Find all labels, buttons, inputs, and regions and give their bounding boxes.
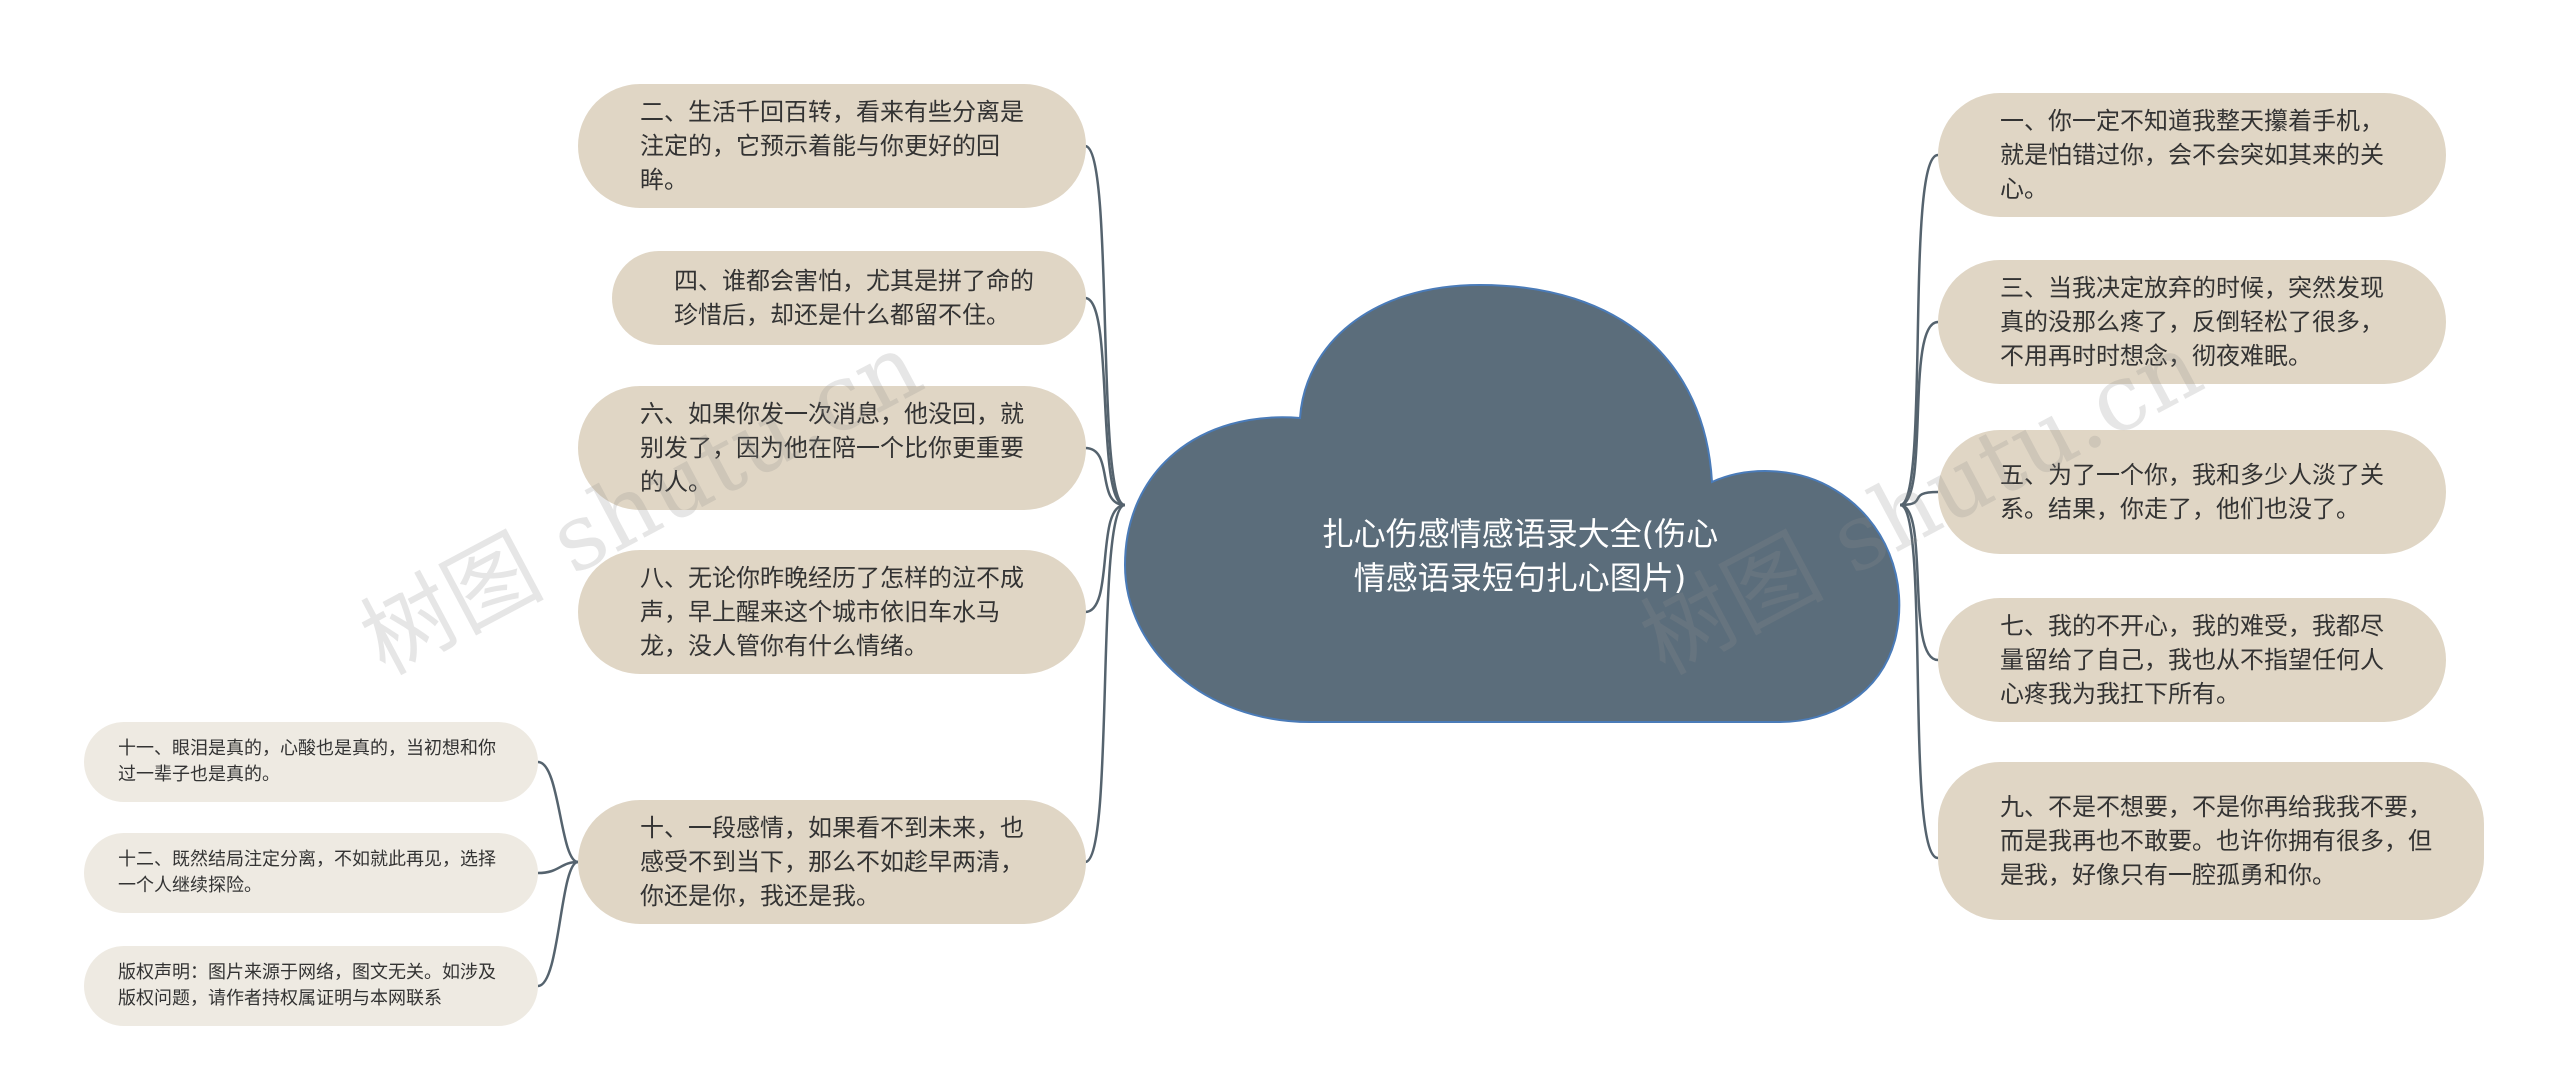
topic-node-text: 六、如果你发一次消息，他没回，就别发了，因为他在陪一个比你更重要的人。 — [640, 400, 1024, 496]
topic-node-text: 八、无论你昨晚经历了怎样的泣不成声，早上醒来这个城市依旧车水马龙，没人管你有什么… — [640, 564, 1024, 660]
connector-left-2 — [1084, 144, 1126, 507]
topic-node-right-3[interactable]: 三、当我决定放弃的时候，突然发现真的没那么疼了，反倒轻松了很多，不用再时时想念，… — [1938, 260, 2446, 384]
center-cloud-shape — [1123, 283, 1901, 723]
topic-node-text: 一、你一定不知道我整天攥着手机，就是怕错过你，会不会突如其来的关心。 — [2000, 107, 2384, 203]
topic-node-left-8[interactable]: 八、无论你昨晚经历了怎样的泣不成声，早上醒来这个城市依旧车水马龙，没人管你有什么… — [578, 550, 1086, 674]
connector-right-5 — [1899, 490, 1939, 507]
topic-node-right-1[interactable]: 一、你一定不知道我整天攥着手机，就是怕错过你，会不会突如其来的关心。 — [1938, 93, 2446, 217]
topic-node-left-2[interactable]: 二、生活千回百转，看来有些分离是注定的，它预示着能与你更好的回眸。 — [578, 84, 1086, 208]
topic-node-text: 三、当我决定放弃的时候，突然发现真的没那么疼了，反倒轻松了很多，不用再时时想念，… — [2000, 274, 2384, 370]
connector-right-1 — [1899, 153, 1939, 507]
sub-node-copyright[interactable]: 版权声明：图片来源于网络，图文无关。如涉及版权问题，请作者持权属证明与本网联系 — [84, 946, 538, 1026]
connector-left-4 — [1084, 296, 1126, 507]
connector-right-3 — [1899, 320, 1939, 507]
topic-node-text: 四、谁都会害怕，尤其是拼了命的珍惜后，却还是什么都留不住。 — [674, 267, 1034, 329]
topic-node-text: 七、我的不开心，我的难受，我都尽量留给了自己，我也从不指望任何人心疼我为我扛下所… — [2000, 612, 2384, 708]
topic-node-right-7[interactable]: 七、我的不开心，我的难受，我都尽量留给了自己，我也从不指望任何人心疼我为我扛下所… — [1938, 598, 2446, 722]
connector-right-9 — [1899, 503, 1939, 860]
topic-node-right-5[interactable]: 五、为了一个你，我和多少人淡了关系。结果，你走了，他们也没了。 — [1938, 430, 2446, 554]
topic-node-left-4[interactable]: 四、谁都会害怕，尤其是拼了命的珍惜后，却还是什么都留不住。 — [612, 251, 1086, 345]
connector-left-10 — [1084, 503, 1126, 864]
topic-node-text: 五、为了一个你，我和多少人淡了关系。结果，你走了，他们也没了。 — [2000, 461, 2384, 523]
connector-right-7 — [1899, 503, 1939, 662]
sub-node-12[interactable]: 十二、既然结局注定分离，不如就此再见，选择一个人继续探险。 — [84, 833, 538, 913]
topic-node-text: 九、不是不想要，不是你再给我我不要，而是我再也不敢要。也许你拥有很多，但是我，好… — [2000, 793, 2432, 889]
sub-node-text: 十一、眼泪是真的，心酸也是真的，当初想和你过一辈子也是真的。 — [118, 738, 496, 785]
sub-node-text: 版权声明：图片来源于网络，图文无关。如涉及版权问题，请作者持权属证明与本网联系 — [118, 962, 496, 1009]
topic-node-text: 十、一段感情，如果看不到未来，也感受不到当下，那么不如趁早两清，你还是你，我还是… — [640, 814, 1024, 910]
connector-sub-11 — [537, 760, 579, 864]
sub-node-text: 十二、既然结局注定分离，不如就此再见，选择一个人继续探险。 — [118, 849, 496, 896]
topic-node-right-9[interactable]: 九、不是不想要，不是你再给我我不要，而是我再也不敢要。也许你拥有很多，但是我，好… — [1938, 762, 2484, 920]
topic-node-left-10[interactable]: 十、一段感情，如果看不到未来，也感受不到当下，那么不如趁早两清，你还是你，我还是… — [578, 800, 1086, 924]
sub-node-11[interactable]: 十一、眼泪是真的，心酸也是真的，当初想和你过一辈子也是真的。 — [84, 722, 538, 802]
connector-sub-12 — [537, 860, 579, 875]
topic-node-left-6[interactable]: 六、如果你发一次消息，他没回，就别发了，因为他在陪一个比你更重要的人。 — [578, 386, 1086, 510]
central-topic[interactable]: 扎心伤感情感语录大全(伤心情感语录短句扎心图片) — [1321, 515, 1719, 597]
connector-left-8 — [1084, 503, 1126, 614]
connector-sub-copyright — [537, 860, 579, 988]
topic-node-text: 二、生活千回百转，看来有些分离是注定的，它预示着能与你更好的回眸。 — [640, 98, 1024, 194]
connector-left-6 — [1084, 446, 1126, 507]
